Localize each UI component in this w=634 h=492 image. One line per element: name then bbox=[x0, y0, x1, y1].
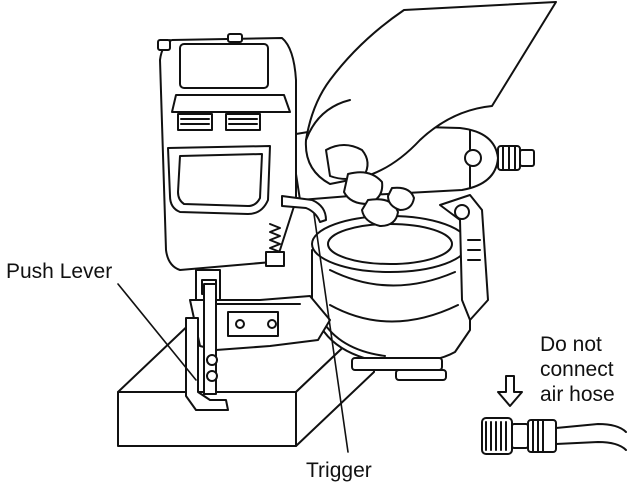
down-arrow-icon bbox=[497, 375, 523, 407]
air-hose-connector-icon bbox=[481, 417, 627, 455]
spring bbox=[265, 223, 285, 267]
push-lever-label: Push Lever bbox=[6, 260, 113, 283]
warning-line-3: air hose bbox=[540, 383, 615, 406]
trigger-label: Trigger bbox=[306, 459, 372, 482]
leader-lines bbox=[117, 213, 349, 453]
trigger bbox=[281, 195, 327, 223]
magazine-bracket bbox=[439, 194, 489, 321]
push-lever bbox=[185, 283, 229, 411]
trigger-leader bbox=[313, 213, 349, 453]
warning-line-2: connect bbox=[540, 358, 614, 381]
air-hose-warning: Do not connect air hose bbox=[540, 332, 615, 407]
hand bbox=[304, 1, 557, 227]
nailer-body bbox=[157, 33, 297, 271]
push-lever-leader bbox=[117, 283, 197, 381]
warning-line-1: Do not bbox=[540, 333, 602, 356]
